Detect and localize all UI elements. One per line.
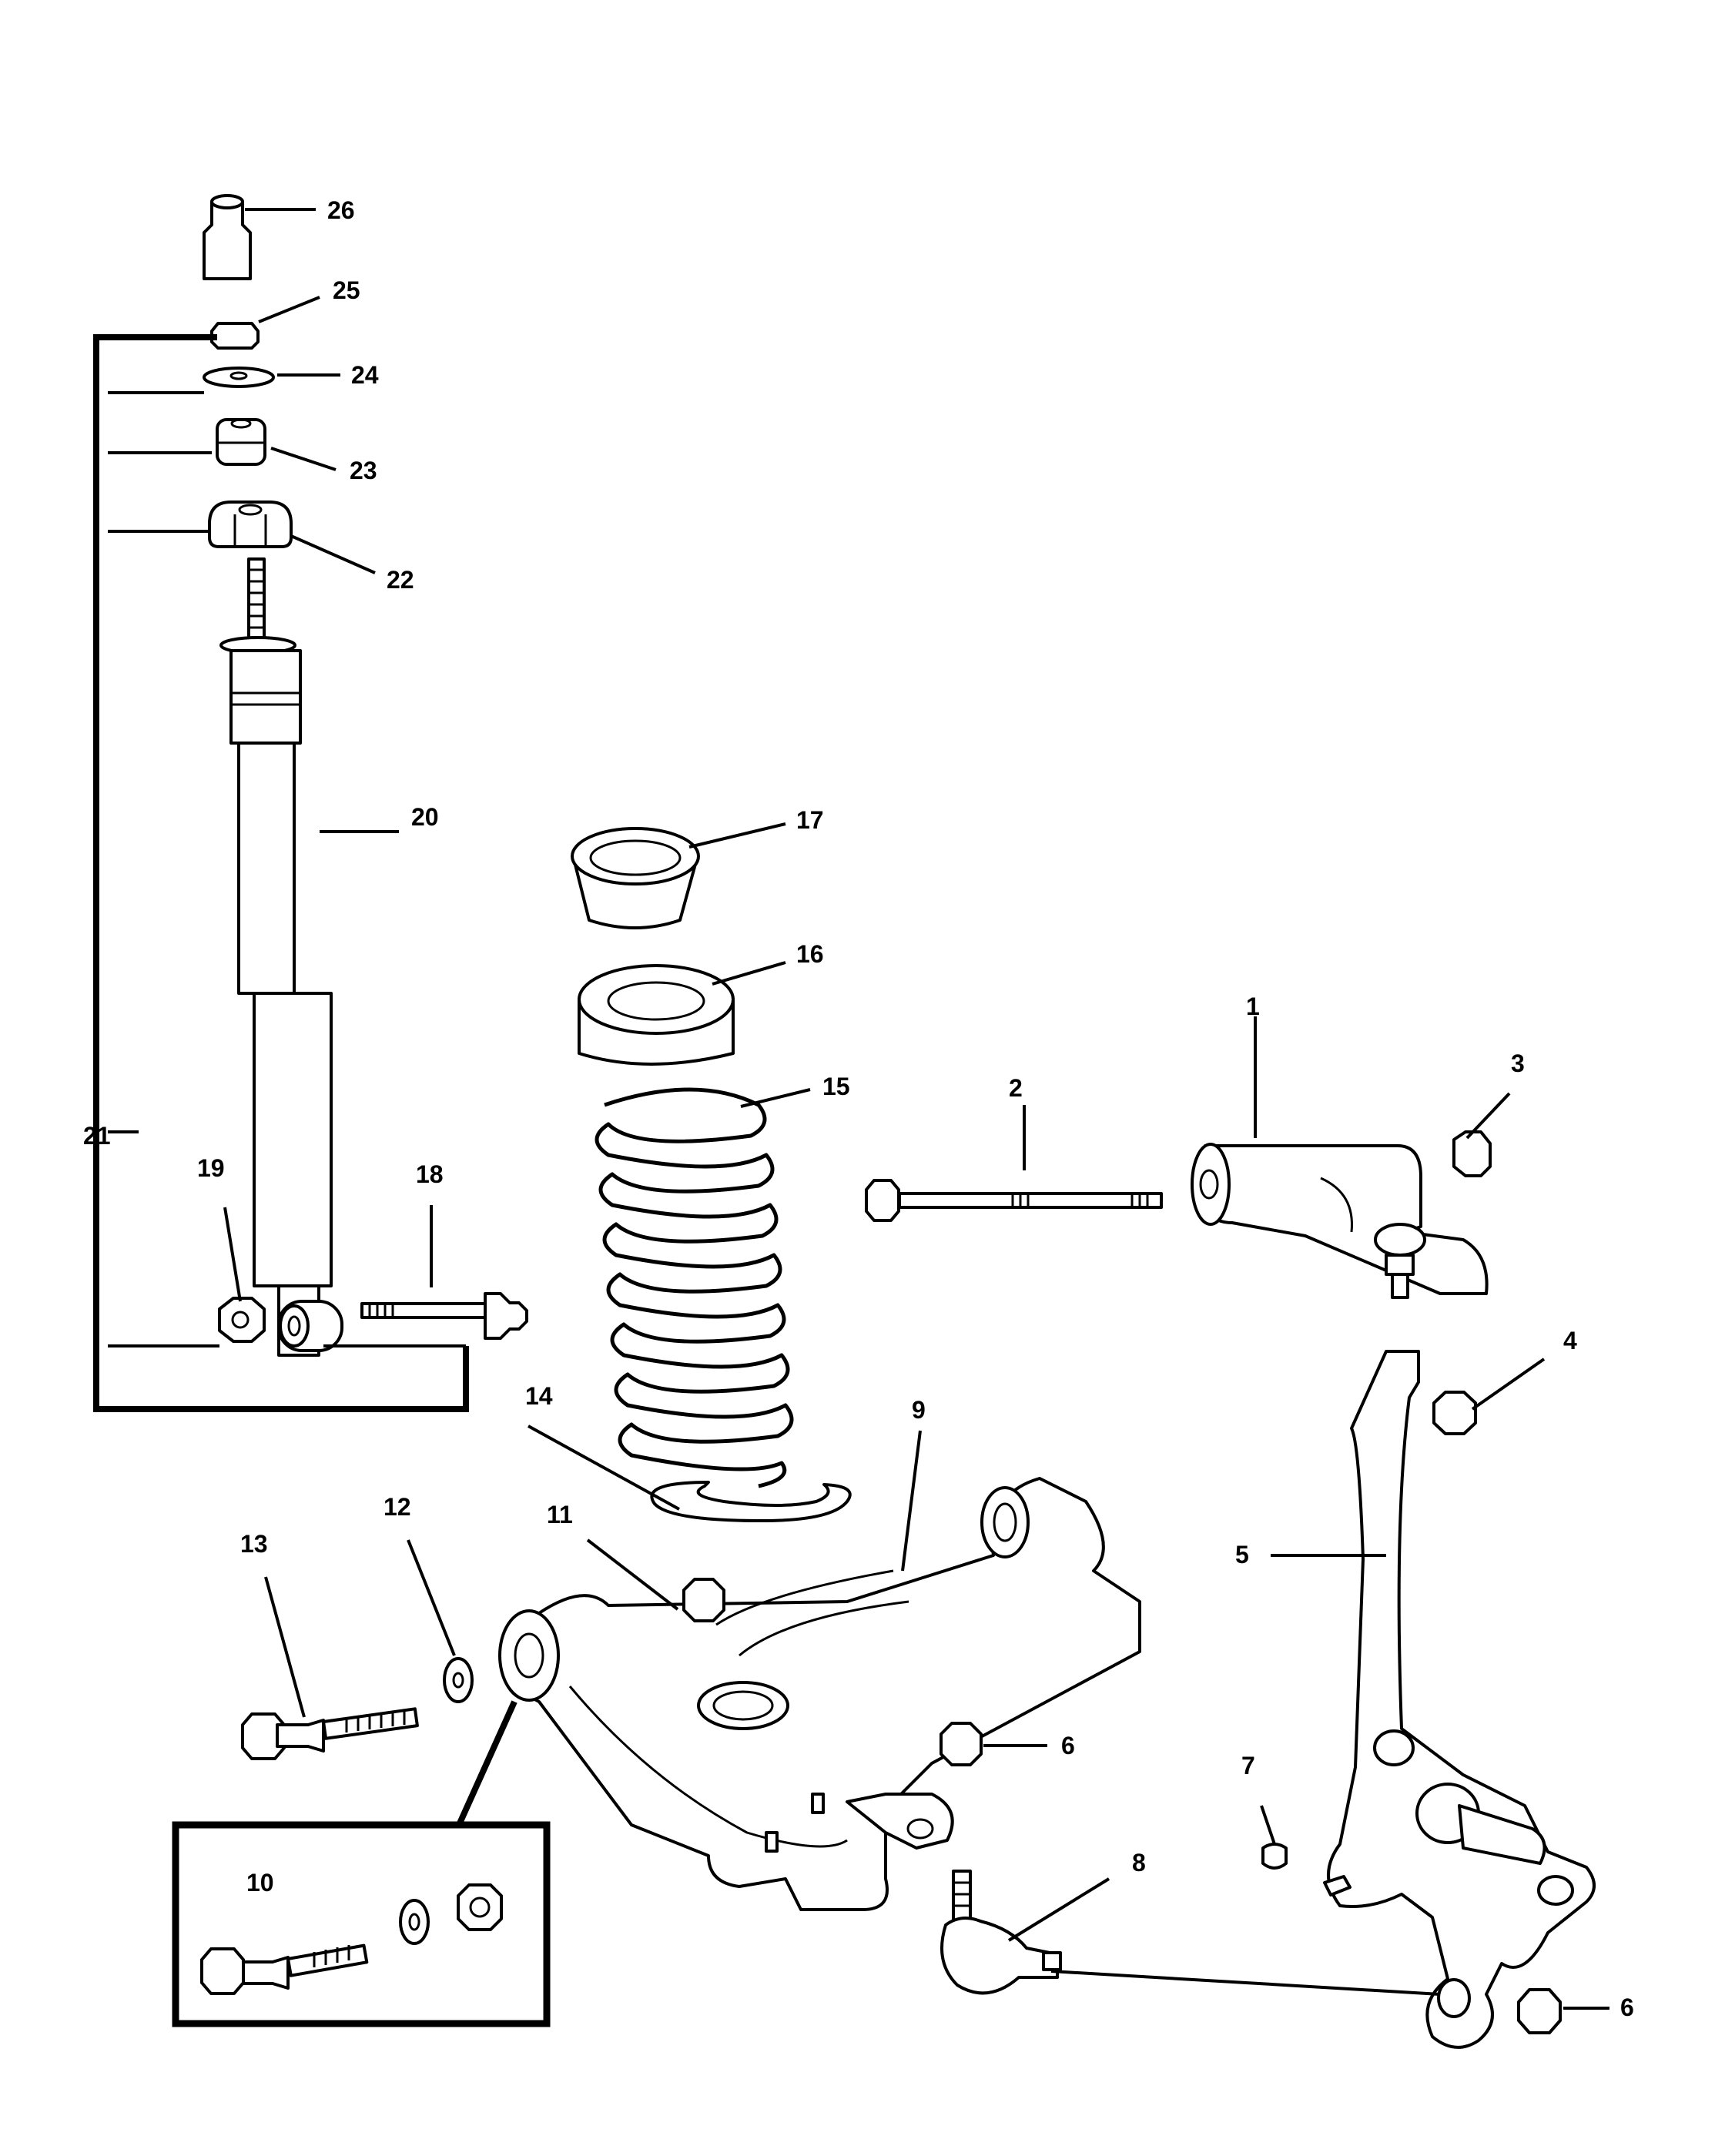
callout-8: 8 xyxy=(1132,1849,1146,1876)
ball-joint-part-8 xyxy=(940,1870,1062,1995)
callout-11: 11 xyxy=(547,1501,573,1528)
callout-10: 10 xyxy=(246,1869,274,1897)
leader-lines xyxy=(108,208,1609,2010)
callout-17: 17 xyxy=(796,806,824,834)
callout-13: 13 xyxy=(240,1530,268,1558)
bushing-part-7 xyxy=(1261,1843,1288,1870)
knuckle-nut-part-4 xyxy=(1432,1391,1477,1435)
callout-15: 15 xyxy=(822,1073,850,1100)
callout-6-center: 6 xyxy=(1061,1732,1075,1759)
callout-1: 1 xyxy=(1246,993,1260,1020)
cam-bolt-part-13 xyxy=(241,1707,419,1760)
lower-control-arm-part-9 xyxy=(498,1477,1141,1911)
callout-4: 4 xyxy=(1563,1327,1577,1354)
callout-26: 26 xyxy=(327,196,355,224)
callout-24: 24 xyxy=(351,361,379,389)
callout-16: 16 xyxy=(796,940,824,968)
callout-labels: 26 25 24 23 22 20 21 19 18 17 16 15 2 1 … xyxy=(83,196,1634,2021)
steering-knuckle-part-5 xyxy=(1323,1350,1596,2049)
callout-3: 3 xyxy=(1511,1050,1525,1077)
shock-nut-part-19 xyxy=(218,1297,266,1343)
spring-insulator-part-17 xyxy=(571,827,700,929)
upper-mount-part-23 xyxy=(216,418,266,466)
upper-arm-nut-part-3 xyxy=(1452,1130,1492,1177)
callout-9: 9 xyxy=(912,1396,926,1424)
shock-absorber-part-20 xyxy=(219,557,343,1357)
callout-22: 22 xyxy=(387,566,414,594)
mount-nut-part-25 xyxy=(210,322,260,350)
upper-arm-bolt-part-2 xyxy=(865,1179,1163,1222)
callout-23: 23 xyxy=(350,457,377,484)
lower-mount-part-22 xyxy=(208,500,293,548)
callout-18: 18 xyxy=(416,1160,444,1188)
washer-part-12 xyxy=(443,1657,474,1703)
shock-kit-bracket-part-21 xyxy=(93,334,469,1412)
bolt-kit-box-part-10 xyxy=(172,1700,551,2027)
retainer-washer-part-24 xyxy=(203,367,275,388)
lower-shock-bolt-part-18 xyxy=(360,1292,528,1340)
spring-isolator-part-14 xyxy=(650,1481,852,1522)
upper-control-arm-part-1 xyxy=(1191,1143,1489,1299)
callout-2: 2 xyxy=(1009,1074,1023,1102)
callout-14: 14 xyxy=(525,1382,553,1410)
callout-21: 21 xyxy=(83,1122,111,1150)
spring-seat-part-16 xyxy=(578,964,735,1066)
bump-stop-part-26 xyxy=(203,194,252,280)
callout-5: 5 xyxy=(1235,1541,1249,1568)
nut-part-6-center xyxy=(940,1722,983,1766)
callout-19: 19 xyxy=(197,1154,225,1182)
coil-spring-part-15 xyxy=(595,1087,794,1488)
nut-part-11 xyxy=(682,1578,725,1622)
callout-7: 7 xyxy=(1241,1752,1255,1779)
callout-6-right: 6 xyxy=(1620,1994,1634,2021)
callout-20: 20 xyxy=(411,803,439,831)
nut-part-6-right xyxy=(1517,1988,1562,2034)
callout-25: 25 xyxy=(333,276,360,304)
callout-12: 12 xyxy=(384,1493,411,1521)
